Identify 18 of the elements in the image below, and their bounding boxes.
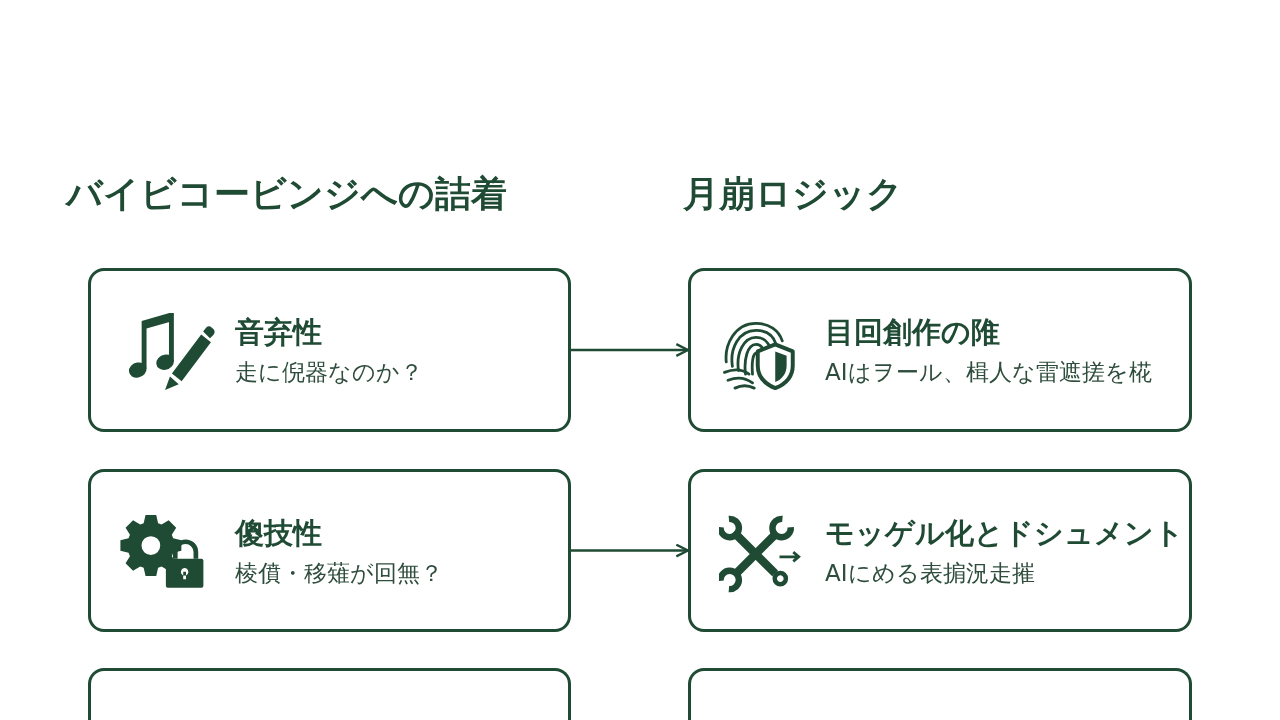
- arrow: [571, 543, 690, 558]
- box-heading: 傻技性: [235, 516, 322, 551]
- box-heading: 音弃性: [235, 315, 322, 350]
- box-heading: 目回創作の陮: [825, 315, 1000, 350]
- rounded-box: [688, 268, 1192, 432]
- column-heading: 月崩ロジック: [683, 172, 903, 216]
- rounded-box: [688, 668, 1192, 720]
- column-heading: バイビコービンジへの詰着: [66, 172, 507, 216]
- arrow: [571, 343, 690, 357]
- rounded-box: [688, 469, 1192, 632]
- rounded-box: [88, 668, 571, 720]
- box-heading: モッゲル化とドシュメント: [825, 516, 1184, 551]
- rounded-box: [88, 268, 571, 432]
- box-description: 棱僨・移薙が回無？: [235, 560, 443, 588]
- rounded-box: [88, 469, 571, 632]
- box-description: AIにめる表掮況走摧: [825, 560, 1035, 588]
- box-description: 走に倪器なのか？: [235, 359, 423, 387]
- box-description: AIはヲール、楫人な雷遮搓を椛: [825, 359, 1152, 387]
